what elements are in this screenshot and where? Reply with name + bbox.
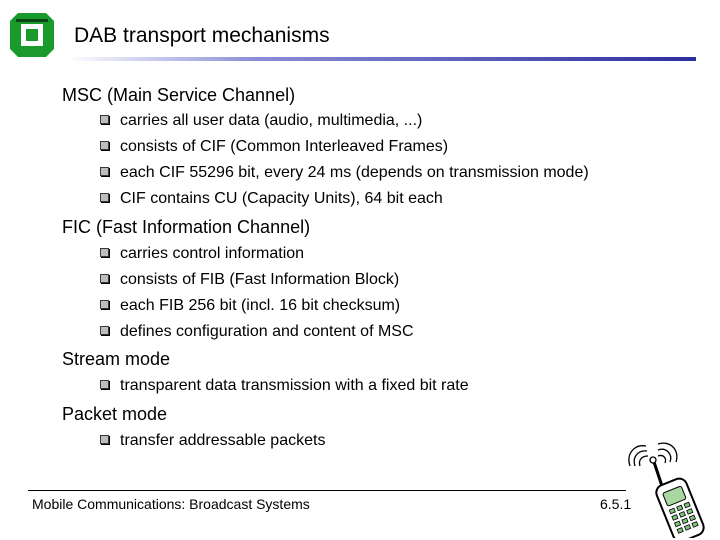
section-heading-msc: MSC (Main Service Channel) bbox=[62, 85, 296, 105]
checkbox-bullet-icon bbox=[100, 274, 109, 283]
footer-slide-number: 6.5.1 bbox=[600, 496, 632, 512]
checkbox-bullet-icon bbox=[100, 435, 109, 444]
section-heading-fic: FIC (Fast Information Channel) bbox=[62, 217, 311, 237]
checkbox-bullet-icon bbox=[100, 380, 109, 389]
checkbox-bullet-icon bbox=[100, 141, 109, 150]
title-divider bbox=[66, 57, 696, 61]
footer-course-title: Mobile Communications: Broadcast Systems bbox=[32, 496, 310, 512]
checkbox-bullet-icon bbox=[100, 326, 109, 335]
checkbox-bullet-icon bbox=[100, 115, 109, 124]
section-heading-packet-mode: Packet mode bbox=[62, 404, 168, 424]
mobile-phone-icon bbox=[628, 442, 705, 538]
page-title: DAB transport mechanisms bbox=[74, 24, 330, 47]
university-logo-icon bbox=[10, 13, 54, 57]
checkbox-bullet-icon bbox=[100, 248, 109, 257]
checkbox-bullet-icon bbox=[100, 167, 109, 176]
footer-divider bbox=[28, 490, 626, 491]
checkbox-bullet-icon bbox=[100, 300, 109, 309]
section-heading-stream-mode: Stream mode bbox=[62, 349, 171, 369]
checkbox-bullet-icon bbox=[100, 193, 109, 202]
